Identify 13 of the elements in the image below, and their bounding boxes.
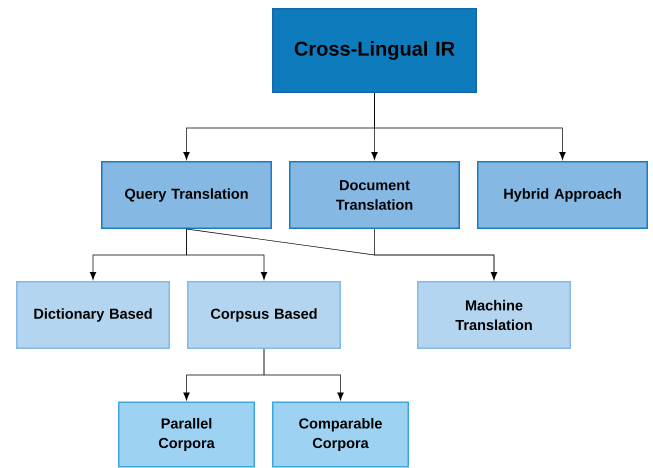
title-box: Cross-Lingual IR	[272, 8, 477, 93]
arrow	[374, 228, 498, 280]
category-box: Document Translation	[289, 161, 460, 229]
category-box: Hybrid Approach	[477, 161, 648, 229]
method-box: Machine Translation	[417, 281, 571, 349]
category-box: Query Translation	[101, 161, 272, 229]
method-box: Dictionary Based	[16, 281, 170, 349]
corpus-box: Comparable Corpora	[272, 402, 409, 468]
arrow	[186, 228, 268, 280]
arrow	[264, 348, 344, 400]
corpus-box: Parallel Corpora	[118, 402, 255, 468]
arrow	[374, 92, 566, 160]
method-box: Corpsus Based	[187, 281, 341, 349]
